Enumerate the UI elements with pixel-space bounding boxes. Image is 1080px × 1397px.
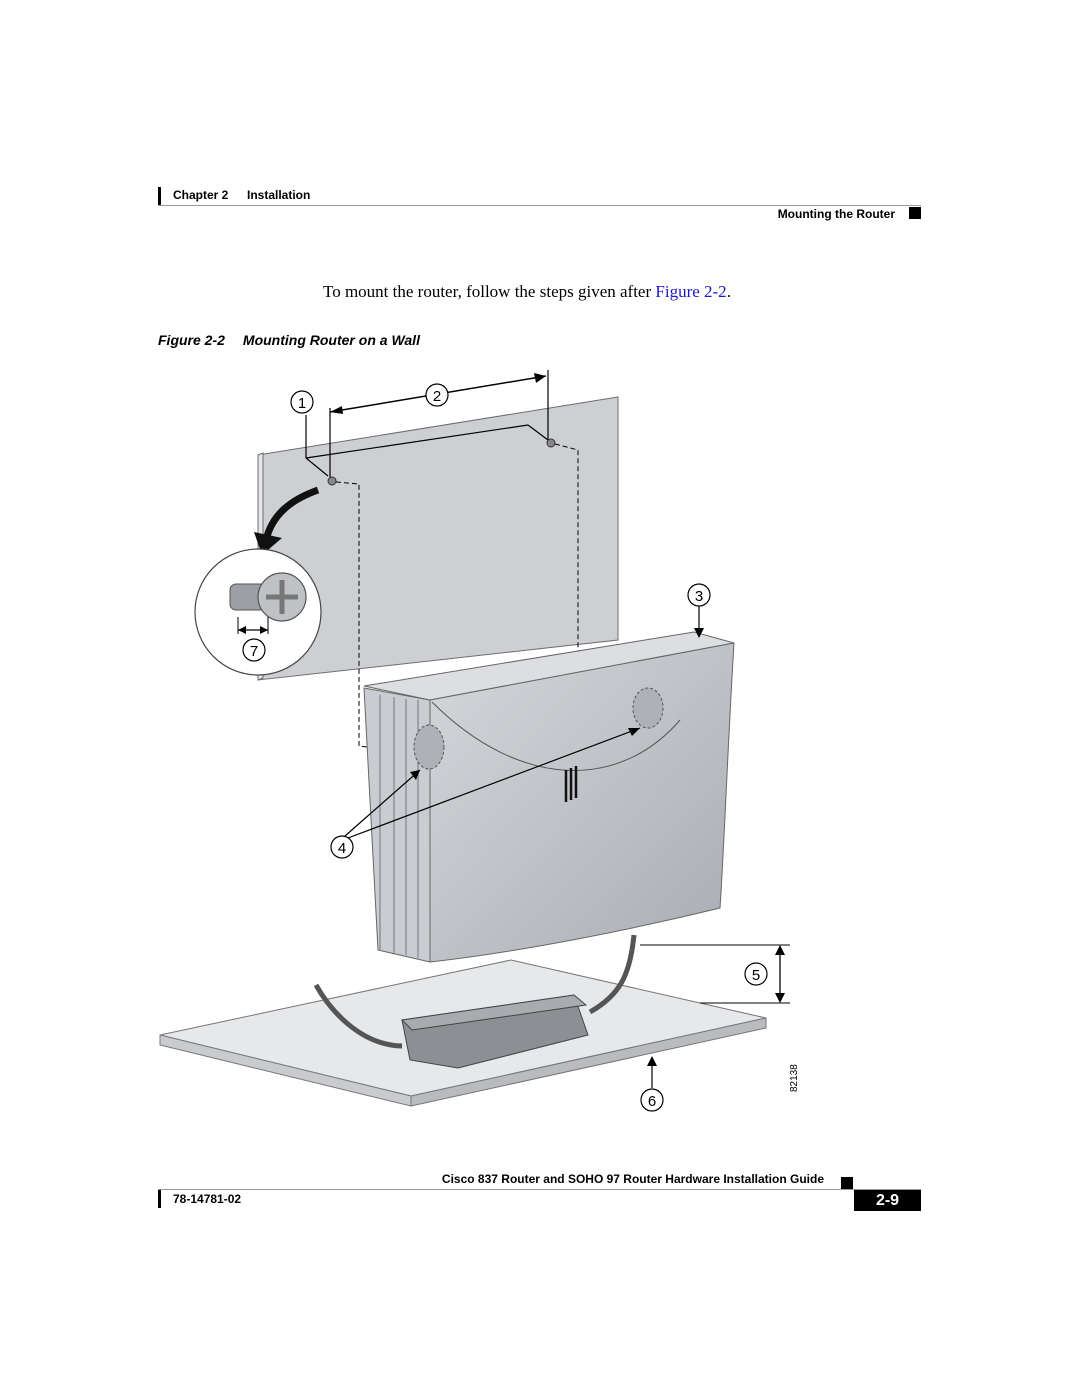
intro-end: . [726,282,731,301]
callout-6: 6 [640,1088,664,1112]
intro-paragraph: To mount the router, follow the steps gi… [323,282,731,302]
keyhole-left [413,724,445,770]
keyhole-right [632,687,664,729]
art-id: 82138 [789,1064,800,1092]
callout-1: 1 [290,390,314,414]
footer-square-marker [841,1177,853,1189]
header-marker-bar [158,187,161,205]
svg-text:6: 6 [648,1093,656,1110]
header-running-title: Mounting the Router [777,207,895,221]
figure-number: Figure 2-2 [158,332,225,348]
header-chapter: Chapter 2 [173,188,229,202]
svg-text:7: 7 [250,643,258,660]
svg-text:5: 5 [752,967,760,984]
footer-marker-bar [158,1190,161,1208]
wall-screw-left [327,476,337,486]
callout-5: 5 [744,962,768,986]
svg-text:3: 3 [695,588,703,605]
header-section: Installation [247,188,311,202]
page-number: 2-9 [854,1190,921,1211]
figure-caption: Figure 2-2 Mounting Router on a Wall [158,332,420,348]
svg-text:4: 4 [338,840,346,857]
footer-doc-number: 78-14781-02 [173,1192,242,1206]
callout-7: 7 [242,638,266,662]
header-square-marker [909,207,921,219]
intro-text: To mount the router, follow the steps gi… [323,282,656,301]
figure-title: Mounting Router on a Wall [242,332,420,348]
footer-rule [158,1189,921,1190]
callout-2: 2 [425,383,449,407]
callout-3: 3 [687,583,711,607]
figure-link[interactable]: Figure 2-2 [655,282,727,301]
footer-guide-title: Cisco 837 Router and SOHO 97 Router Hard… [441,1172,824,1186]
callout-4: 4 [330,835,354,859]
svg-text:2: 2 [433,388,441,405]
figure-illustration: 1 2 3 4 5 6 7 82138 [159,370,800,1112]
svg-text:1: 1 [298,395,306,412]
header-rule [158,205,921,206]
shelf-side [410,1017,767,1107]
wall-screw-right [546,438,556,448]
